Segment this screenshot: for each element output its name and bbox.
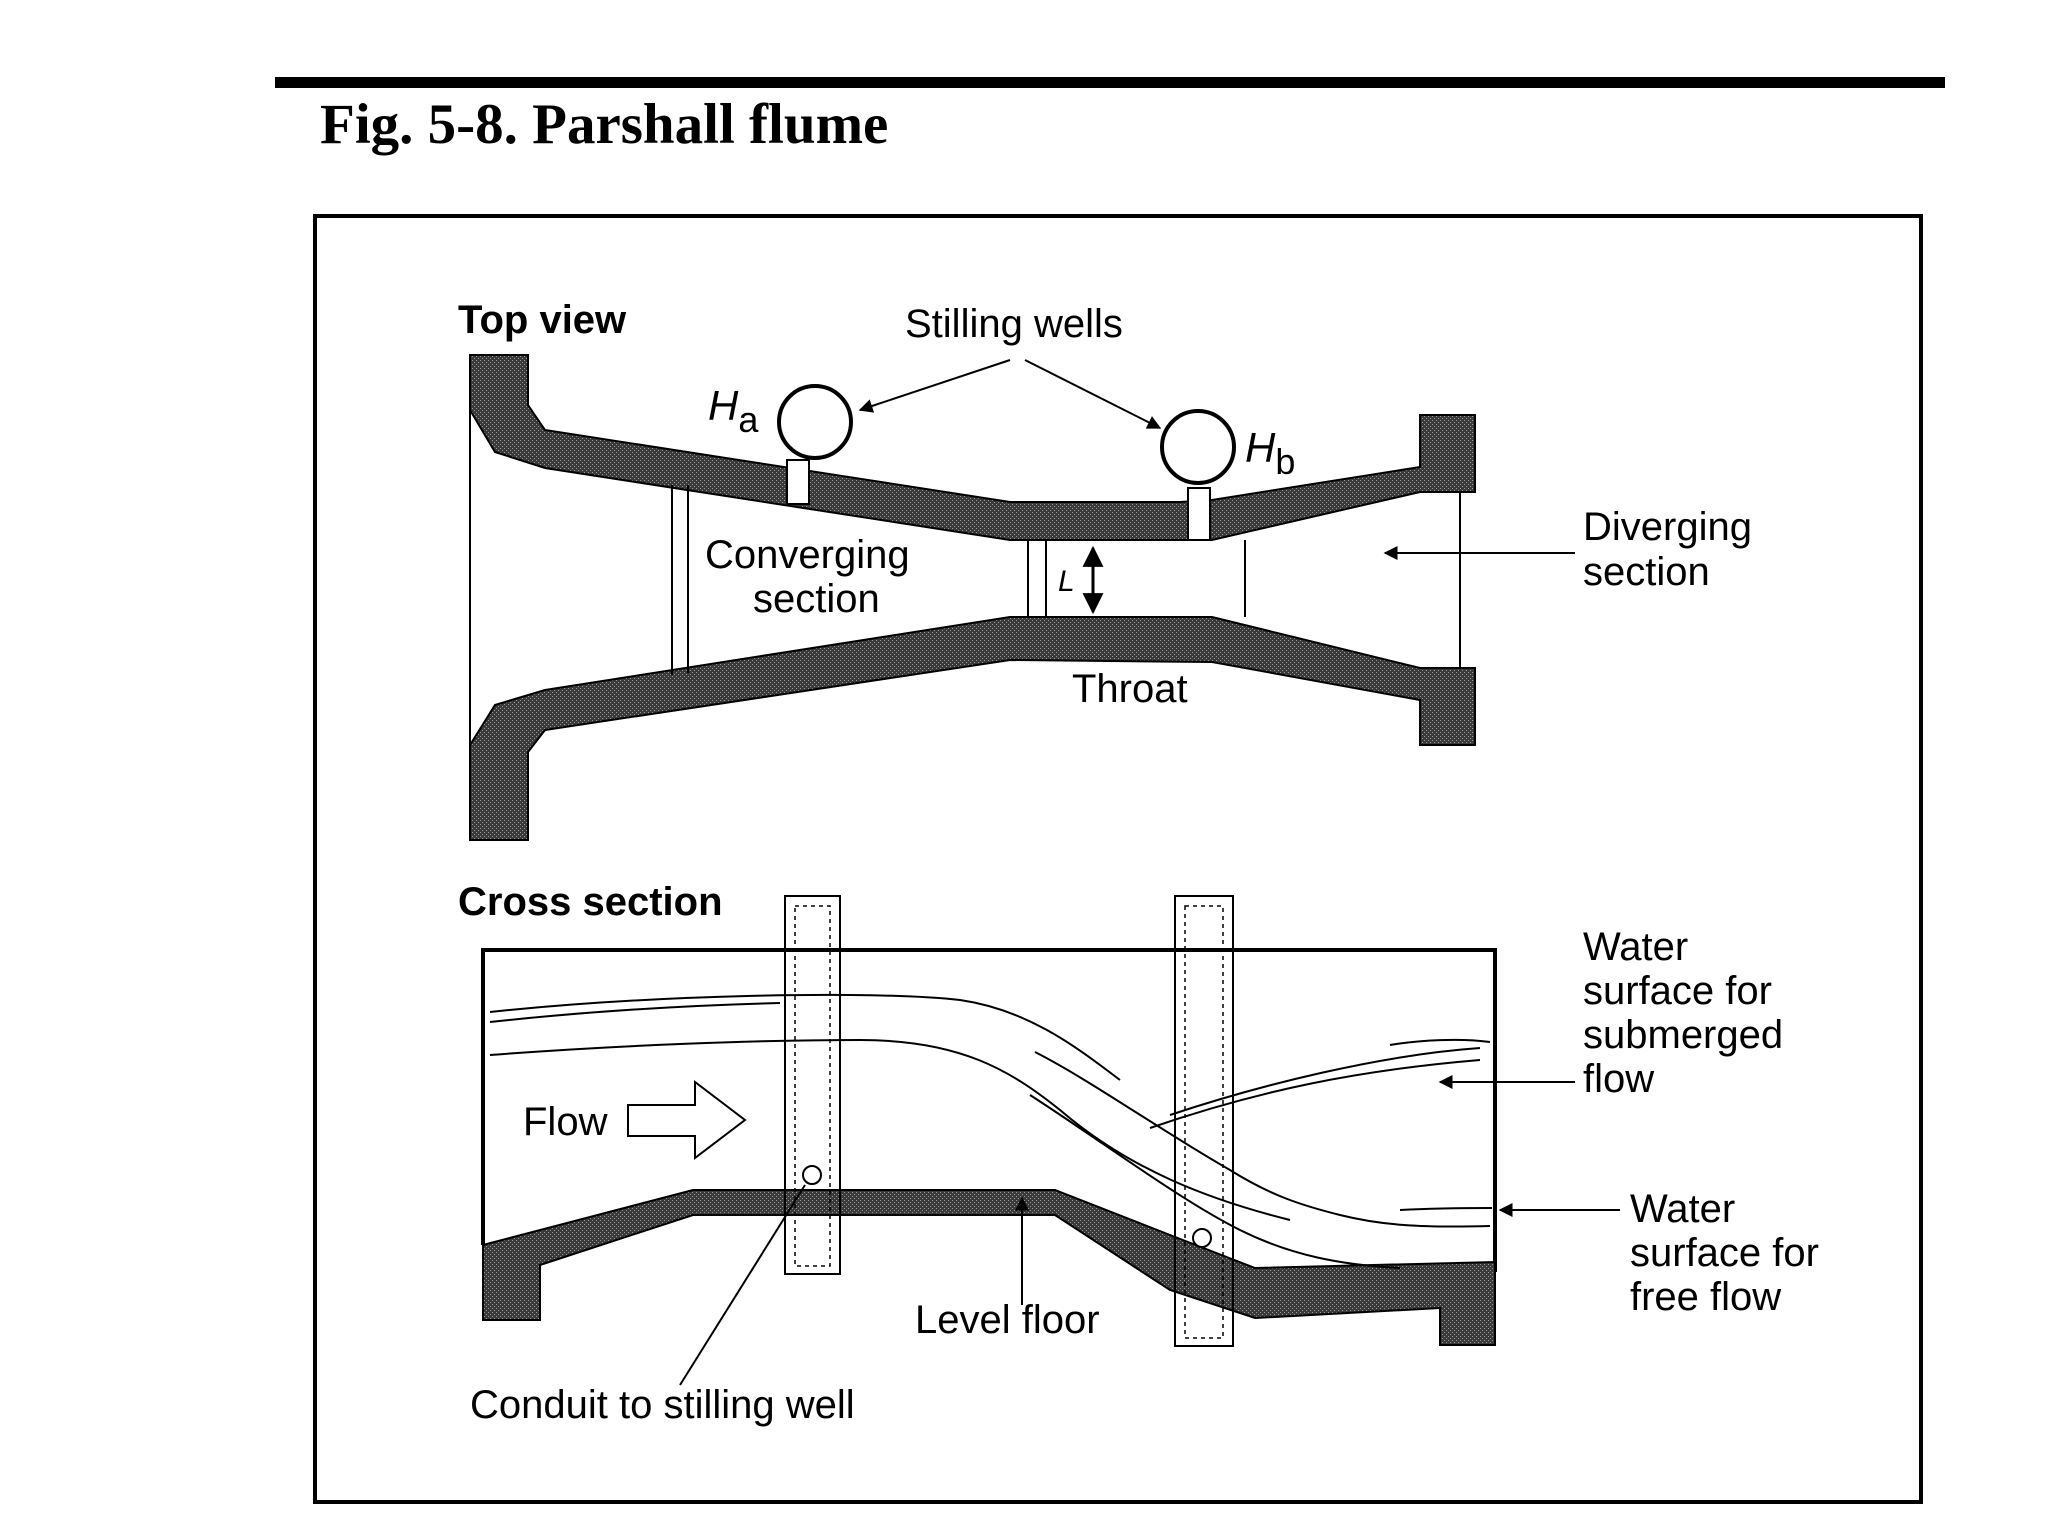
throat-label: Throat (1072, 667, 1188, 711)
submerged-surface-line-3 (1389, 1038, 1491, 1046)
stilling-wells-arrow-b (1024, 359, 1162, 429)
top-view: Stilling wells Ha Hb Top view Converging… (458, 298, 1752, 841)
converging-label-line2: section (753, 577, 880, 621)
stilling-well-a (777, 384, 853, 460)
hb-label: Hb (1245, 424, 1295, 482)
stilling-well-a-column (784, 895, 841, 1275)
submerged-label-line3: submerged (1583, 1013, 1783, 1057)
water-surface-line-3 (489, 1038, 1291, 1221)
converging-label-line1: Converging (705, 533, 910, 577)
ha-label: Ha (708, 382, 759, 440)
conduit-pointer (679, 1184, 806, 1386)
hb-symbol: H (1245, 424, 1276, 471)
water-surface-line-2 (489, 1002, 781, 1023)
submerged-surface-line-2 (1169, 1047, 1481, 1116)
cross-section: Cross section Flow Water surface for sub… (458, 880, 1819, 1427)
top-view-upper-wall (469, 354, 1476, 541)
stilling-wells-arrow-a (858, 359, 1011, 413)
stilling-well-a-tap (786, 459, 810, 505)
flow-arrow (627, 1079, 747, 1161)
water-surface-line-4 (1034, 1051, 1491, 1228)
figure-frame (313, 214, 1923, 1504)
hb-subscript: b (1275, 441, 1295, 482)
conduit-b-inlet (1192, 1228, 1212, 1248)
channel-outline (481, 948, 1497, 1272)
diverging-label-line2: section (1583, 550, 1710, 594)
ha-subscript: a (738, 399, 759, 440)
flow-label: Flow (523, 1100, 608, 1144)
submerged-label-line2: surface for (1583, 969, 1772, 1013)
stilling-well-b-inner (1184, 905, 1224, 1339)
level-floor-label: Level floor (915, 1298, 1100, 1342)
stilling-wells-label: Stilling wells (905, 302, 1123, 346)
water-surface-line-1 (489, 993, 1121, 1081)
top-rule (275, 77, 1945, 88)
conduit-a-inlet (802, 1165, 822, 1185)
diverging-label-line1: Diverging (1583, 505, 1752, 549)
stilling-well-b-column (1174, 895, 1234, 1347)
conduit-label: Conduit to stilling well (470, 1383, 855, 1427)
top-view-heading: Top view (458, 298, 627, 342)
free-label-line2: surface for (1630, 1231, 1819, 1275)
stilling-well-b-tap (1187, 487, 1211, 541)
free-surface-line-1 (1399, 1207, 1493, 1211)
free-label-line1: Water (1630, 1187, 1735, 1231)
stilling-well-a-inner (794, 905, 831, 1267)
submerged-label-line4: flow (1583, 1057, 1654, 1101)
figure-title: Fig. 5-8. Parshall flume (320, 93, 889, 156)
ha-symbol: H (708, 382, 739, 429)
water-surface-line-5 (1029, 1094, 1401, 1269)
channel-floor (482, 1189, 1496, 1346)
free-label-line3: free flow (1630, 1275, 1781, 1319)
cross-section-heading: Cross section (458, 880, 723, 924)
submerged-surface-line-1 (1149, 1059, 1481, 1129)
stilling-well-b (1160, 409, 1236, 485)
top-view-lower-wall (469, 616, 1476, 841)
submerged-label-line1: Water (1583, 925, 1688, 969)
l-label: L (1058, 565, 1075, 598)
